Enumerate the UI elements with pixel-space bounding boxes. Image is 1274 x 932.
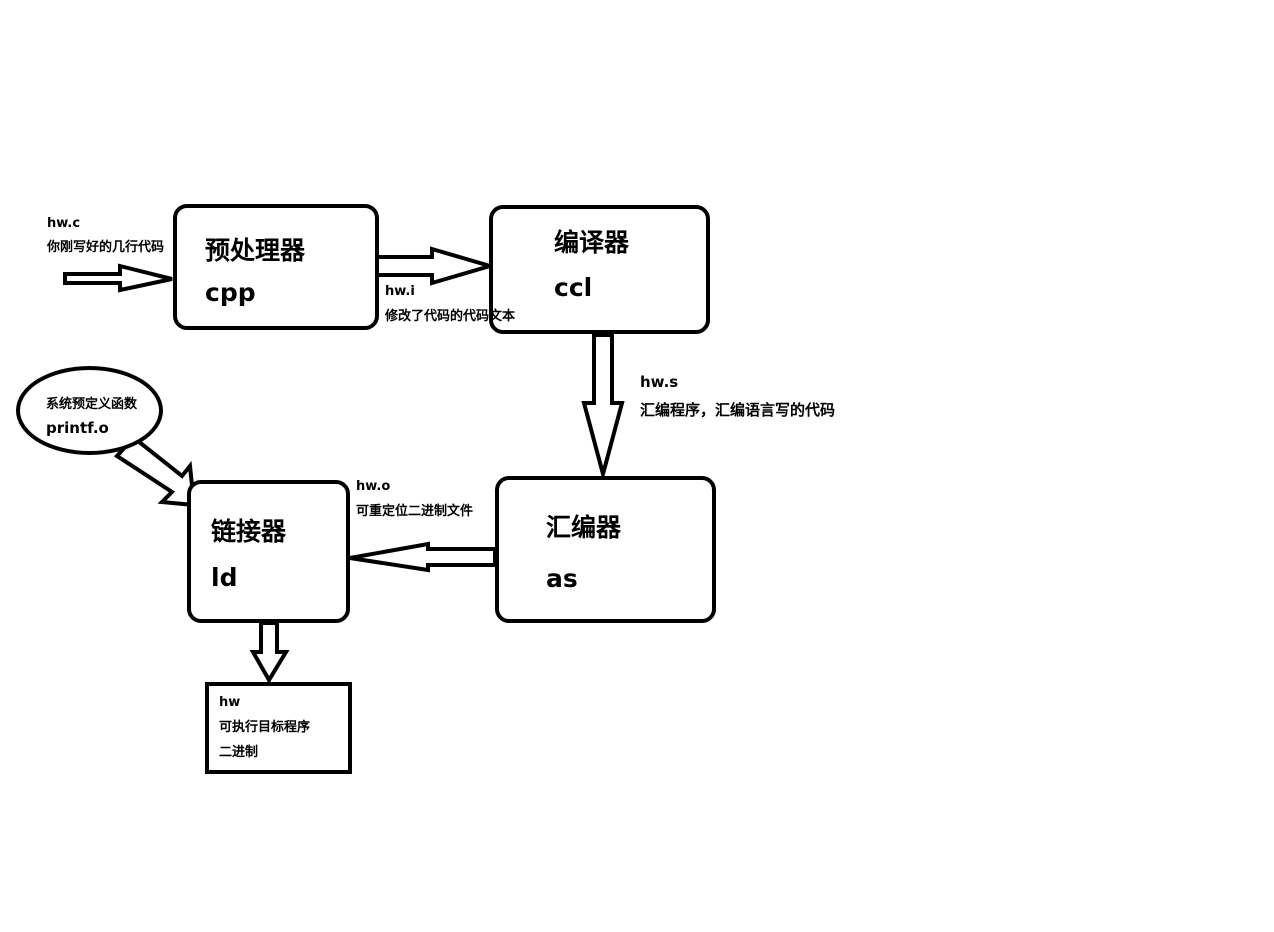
arrow-preprocessor-to-compiler: [375, 246, 498, 286]
output-line3: 二进制: [219, 745, 259, 760]
assembler-box: [495, 476, 716, 623]
preprocessor-box: [173, 204, 379, 330]
library-line1: 系统预定义函数: [46, 397, 138, 412]
library-line2: printf.o: [46, 419, 109, 437]
hw-o-desc: 可重定位二进制文件: [356, 504, 474, 519]
preprocessor-sub: cpp: [205, 278, 256, 307]
compiler-title: 编译器: [554, 228, 630, 257]
compiler-sub: ccl: [554, 273, 593, 302]
hw-i-name: hw.i: [385, 284, 415, 299]
hw-c-name: hw.c: [47, 216, 81, 231]
arrow-linker-to-output: [249, 621, 290, 684]
hw-i-desc: 修改了代码的代码文本: [385, 309, 516, 324]
hw-s-name: hw.s: [640, 373, 679, 391]
compiler-box: [489, 205, 710, 334]
arrow-compiler-to-assembler: [581, 333, 625, 482]
arrow-assembler-to-linker: [349, 541, 497, 573]
linker-box: [187, 480, 350, 623]
hw-o-name: hw.o: [356, 479, 391, 494]
hw-c-desc: 你刚写好的几行代码: [47, 240, 165, 255]
preprocessor-title: 预处理器: [205, 236, 306, 265]
hw-s-desc: 汇编程序，汇编语言写的代码: [640, 401, 836, 419]
linker-sub: ld: [211, 563, 238, 592]
output-box: [205, 682, 352, 774]
output-line2: 可执行目标程序: [219, 720, 311, 735]
assembler-title: 汇编器: [546, 513, 622, 542]
library-ellipse: [16, 366, 163, 455]
arrow-library-to-linker: [113, 438, 197, 508]
output-line1: hw: [219, 695, 241, 710]
assembler-sub: as: [546, 564, 578, 593]
linker-title: 链接器: [211, 517, 287, 546]
arrow-input-to-preprocessor: [63, 263, 173, 293]
